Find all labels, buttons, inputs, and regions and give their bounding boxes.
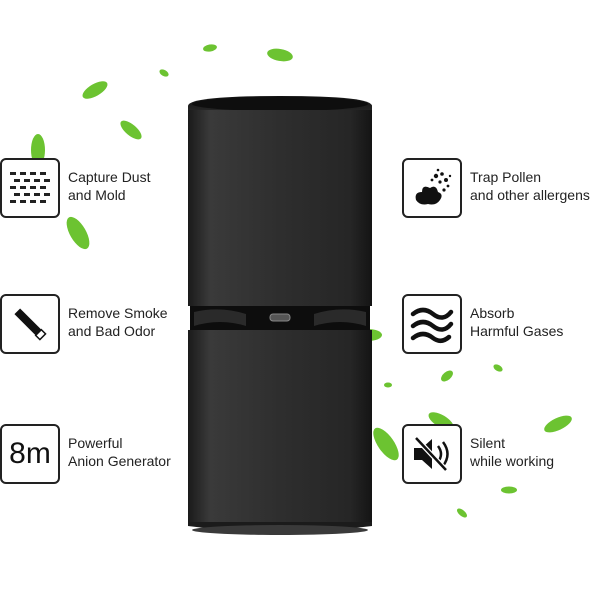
feature-line2: and Bad Odor — [68, 323, 156, 339]
cigarette-icon — [0, 294, 60, 354]
feature-absorb-gases: Absorb Harmful Gases — [402, 294, 563, 354]
dust-dots-icon — [0, 158, 60, 218]
feature-line2: Harmful Gases — [470, 323, 564, 339]
gas-waves-icon — [402, 294, 462, 354]
air-purifier-device — [188, 96, 372, 535]
feature-label: Remove Smoke and Bad Odor — [68, 294, 168, 340]
feature-label: Absorb Harmful Gases — [470, 294, 563, 340]
anion-range-text: 8m — [9, 437, 51, 470]
feature-remove-smoke: Remove Smoke and Bad Odor — [0, 294, 168, 354]
feature-label: Powerful Anion Generator — [68, 424, 171, 470]
anion-range-badge: 8m — [0, 424, 60, 484]
feature-trap-pollen: Trap Pollen and other allergens — [402, 158, 590, 218]
feature-line1: Trap Pollen — [470, 169, 542, 185]
feature-label: Trap Pollen and other allergens — [470, 158, 590, 204]
pollen-icon — [402, 158, 462, 218]
feature-line2: and other allergens — [470, 187, 590, 203]
feature-line2: while working — [470, 453, 555, 469]
feature-line1: Remove Smoke — [68, 305, 168, 321]
feature-label: Capture Dust and Mold — [68, 158, 150, 204]
feature-line1: Silent — [470, 435, 506, 451]
feature-silent: Silent while working — [402, 424, 554, 484]
feature-line2: Anion Generator — [68, 453, 171, 469]
feature-line1: Powerful — [68, 435, 123, 451]
feature-line1: Absorb — [470, 305, 515, 321]
feature-line2: and Mold — [68, 187, 126, 203]
mute-speaker-icon — [402, 424, 462, 484]
feature-capture-dust: Capture Dust and Mold — [0, 158, 150, 218]
feature-anion-generator: 8m Powerful Anion Generator — [0, 424, 171, 484]
feature-line1: Capture Dust — [68, 169, 151, 185]
feature-label: Silent while working — [470, 424, 554, 470]
